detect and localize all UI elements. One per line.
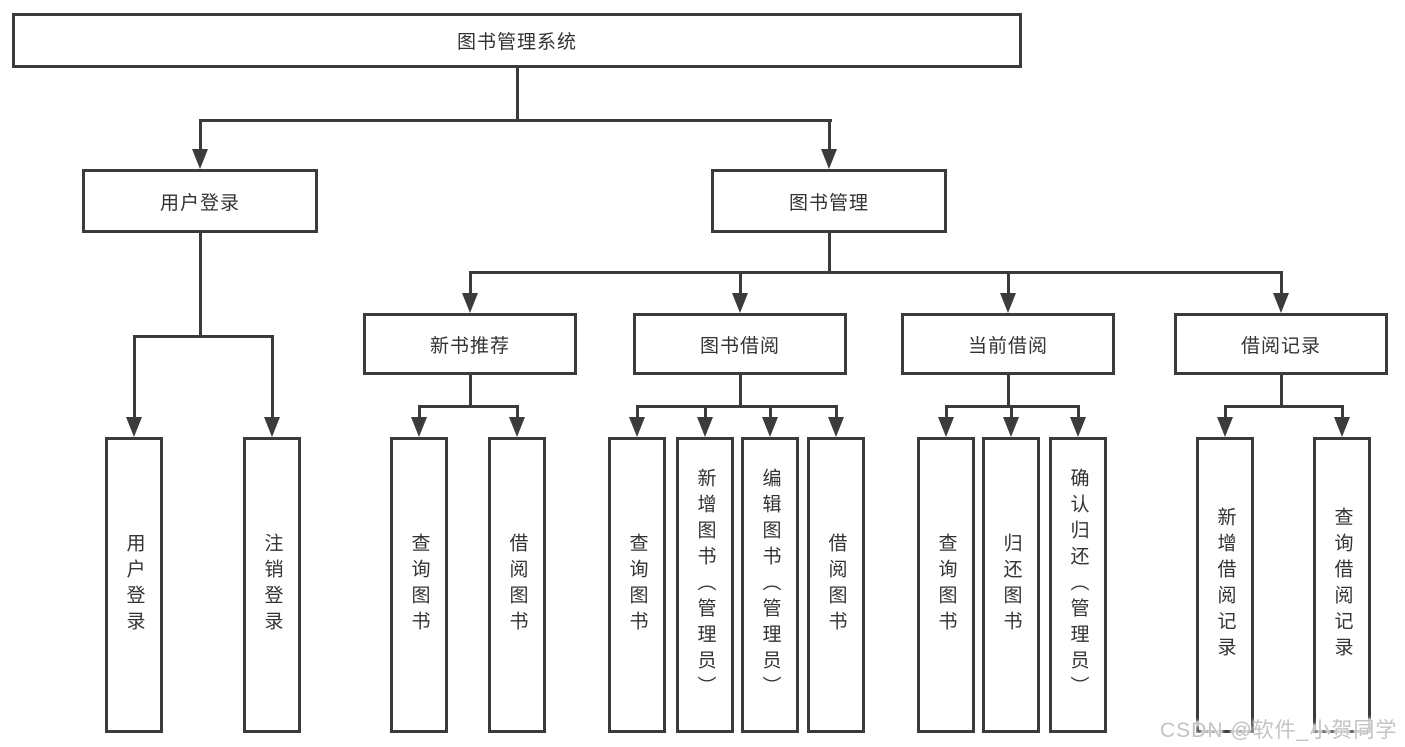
- node-library-management-system: 图书管理系统: [12, 13, 1022, 68]
- node-label: 查询图书: [935, 533, 957, 637]
- arrow-down-icon: [697, 417, 713, 437]
- node-label: 确认归还（管理员）: [1067, 468, 1089, 702]
- node-current-borrowing: 当前借阅: [901, 313, 1115, 375]
- leaf-add-borrow-record: 新增借阅记录: [1196, 437, 1254, 733]
- connector-line: [418, 405, 519, 408]
- arrow-down-icon: [1217, 417, 1233, 437]
- arrow-down-icon: [1273, 293, 1289, 313]
- node-label: 图书借阅: [699, 335, 780, 357]
- node-label: 查询借阅记录: [1331, 507, 1353, 663]
- arrow-down-icon: [1003, 417, 1019, 437]
- node-label: 借阅图书: [825, 533, 847, 637]
- leaf-return-books: 归还图书: [982, 437, 1040, 733]
- arrow-down-icon: [1070, 417, 1086, 437]
- node-label: 用户登录: [159, 192, 240, 214]
- leaf-query-books-current: 查询图书: [917, 437, 975, 733]
- leaf-logout: 注销登录: [243, 437, 301, 733]
- connector-line: [739, 271, 742, 296]
- node-label: 图书管理: [788, 192, 869, 214]
- arrow-down-icon: [938, 417, 954, 437]
- arrow-down-icon: [126, 417, 142, 437]
- arrow-down-icon: [629, 417, 645, 437]
- connector-line: [636, 405, 639, 418]
- node-label: 查询图书: [626, 533, 648, 637]
- node-label: 查询图书: [408, 533, 430, 637]
- connector-line: [704, 405, 707, 418]
- connector-line: [1007, 271, 1010, 296]
- arrow-down-icon: [192, 149, 208, 169]
- node-label: 借阅记录: [1240, 335, 1321, 357]
- leaf-add-book-admin: 新增图书（管理员）: [676, 437, 734, 733]
- leaf-borrow-books-recommend: 借阅图书: [488, 437, 546, 733]
- leaf-borrow-books-borrowing: 借阅图书: [807, 437, 865, 733]
- arrow-down-icon: [509, 417, 525, 437]
- arrow-down-icon: [411, 417, 427, 437]
- arrow-down-icon: [1334, 417, 1350, 437]
- leaf-confirm-return-admin: 确认归还（管理员）: [1049, 437, 1107, 733]
- connector-line: [1341, 405, 1344, 418]
- node-label: 当前借阅: [967, 335, 1048, 357]
- arrow-down-icon: [462, 293, 478, 313]
- connector-line: [133, 335, 136, 419]
- csdn-watermark: CSDN @软件_小贺同学: [1160, 719, 1398, 742]
- connector-line: [199, 119, 832, 122]
- connector-line: [1280, 271, 1283, 296]
- node-label: 注销登录: [261, 533, 283, 637]
- connector-line: [1077, 405, 1080, 418]
- connector-line: [133, 335, 274, 338]
- arrow-down-icon: [821, 149, 837, 169]
- connector-line: [1224, 405, 1227, 418]
- arrow-down-icon: [828, 417, 844, 437]
- node-label: 图书管理系统: [456, 32, 577, 53]
- leaf-query-books-recommend: 查询图书: [390, 437, 448, 733]
- connector-line: [199, 232, 202, 336]
- node-label: 用户登录: [123, 533, 145, 637]
- connector-line: [199, 119, 202, 151]
- connector-line: [469, 271, 472, 296]
- connector-line: [739, 375, 742, 406]
- connector-line: [835, 405, 838, 418]
- leaf-edit-book-admin: 编辑图书（管理员）: [741, 437, 799, 733]
- node-label: 新增借阅记录: [1214, 507, 1236, 663]
- node-user-login: 用户登录: [82, 169, 318, 233]
- connector-line: [418, 405, 421, 418]
- connector-line: [516, 68, 519, 121]
- leaf-user-login: 用户登录: [105, 437, 163, 733]
- connector-line: [469, 375, 472, 406]
- node-label: 借阅图书: [506, 533, 528, 637]
- arrow-down-icon: [1000, 293, 1016, 313]
- arrow-down-icon: [762, 417, 778, 437]
- connector-line: [1010, 405, 1013, 418]
- connector-line: [769, 405, 772, 418]
- connector-line: [828, 119, 831, 151]
- connector-line: [1280, 375, 1283, 406]
- node-label: 编辑图书（管理员）: [759, 468, 781, 702]
- node-label: 归还图书: [1000, 533, 1022, 637]
- arrow-down-icon: [264, 417, 280, 437]
- node-label: 新书推荐: [429, 335, 510, 357]
- node-book-management: 图书管理: [711, 169, 947, 233]
- connector-line: [271, 335, 274, 419]
- node-book-borrowing: 图书借阅: [633, 313, 847, 375]
- node-label: 新增图书（管理员）: [694, 468, 716, 702]
- connector-line: [1224, 405, 1344, 408]
- arrow-down-icon: [732, 293, 748, 313]
- connector-line: [469, 271, 1283, 274]
- leaf-query-borrow-record: 查询借阅记录: [1313, 437, 1371, 733]
- connector-line: [828, 232, 831, 273]
- connector-line: [636, 405, 838, 408]
- connector-line: [945, 405, 948, 418]
- connector-line: [516, 405, 519, 418]
- node-borrow-records: 借阅记录: [1174, 313, 1388, 375]
- node-new-book-recommend: 新书推荐: [363, 313, 577, 375]
- leaf-query-books-borrowing: 查询图书: [608, 437, 666, 733]
- connector-line: [1007, 375, 1010, 406]
